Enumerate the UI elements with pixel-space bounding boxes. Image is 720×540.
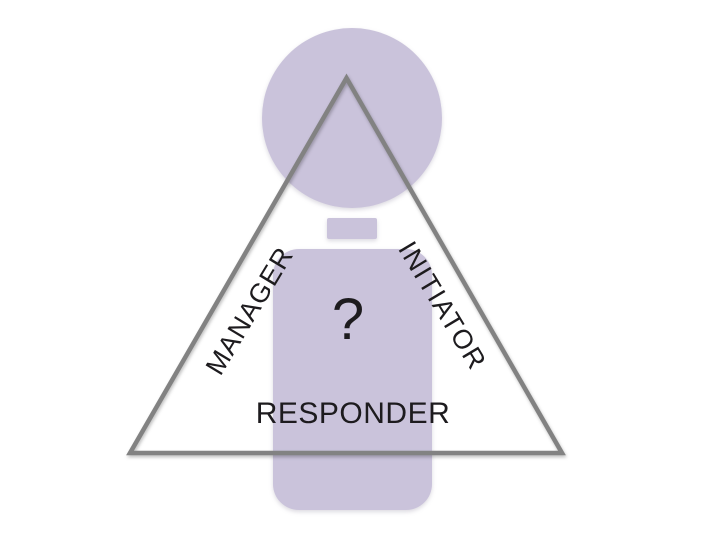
question-mark: ? — [331, 287, 365, 352]
triangle-outline — [126, 73, 566, 456]
person-neck-icon — [327, 218, 377, 239]
person-figure-icon — [262, 28, 442, 510]
person-body-icon — [273, 249, 432, 510]
label-responder: RESPONDER — [255, 397, 451, 430]
